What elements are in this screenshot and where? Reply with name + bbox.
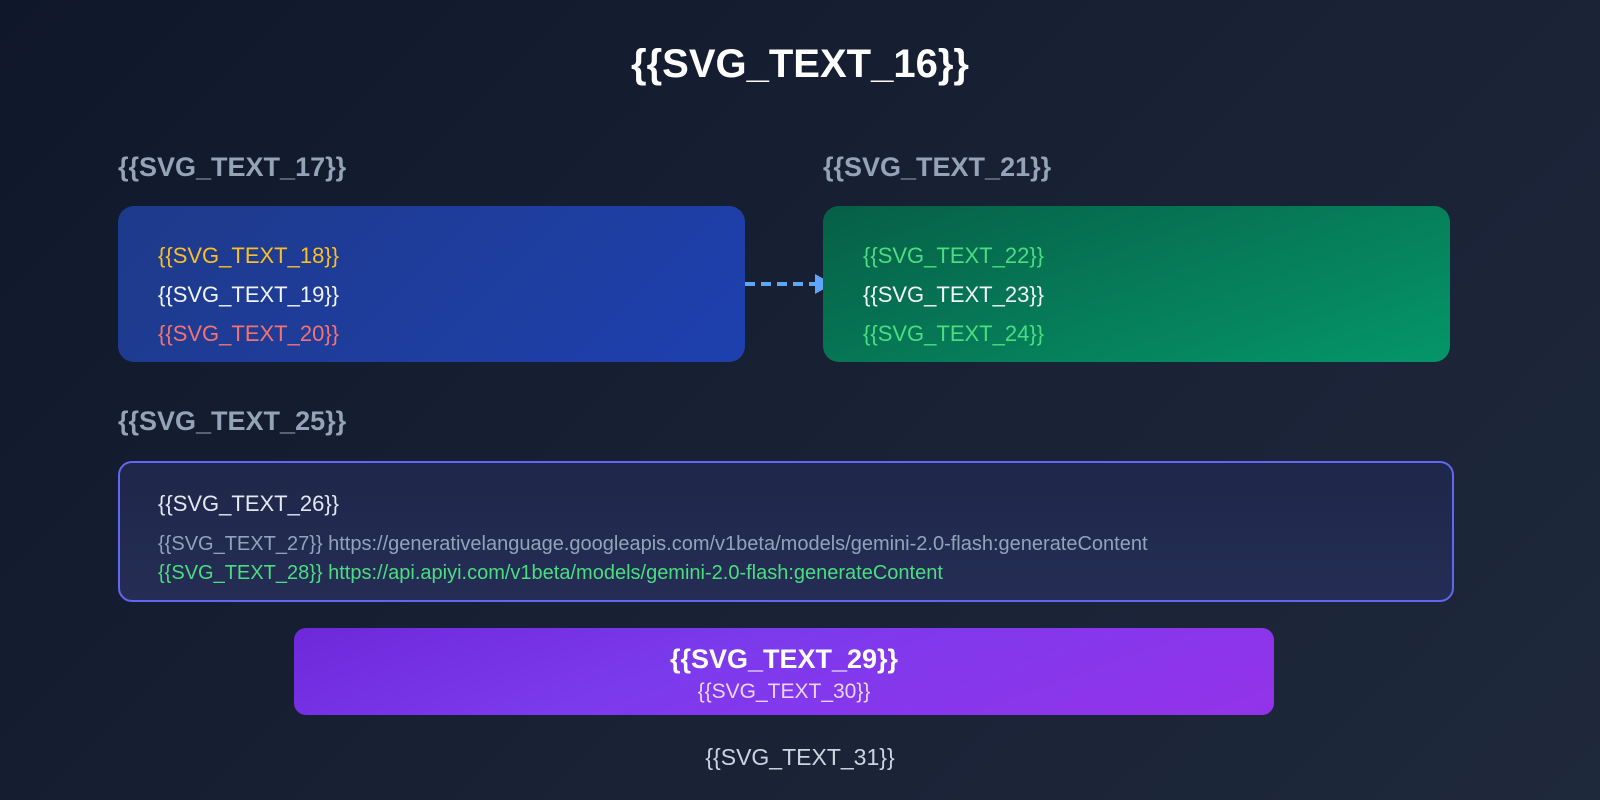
banner-title: {{SVG_TEXT_29}} <box>669 644 899 674</box>
new-url-row: {{SVG_TEXT_28}} https://api.apiyi.com/v1… <box>158 561 943 585</box>
right-panel-label: {{SVG_TEXT_21}} <box>823 152 1052 182</box>
diagram-title: {{SVG_TEXT_16}} <box>631 42 969 86</box>
new-url: https://api.apiyi.com/v1beta/models/gemi… <box>328 562 943 584</box>
banner-subtitle: {{SVG_TEXT_30}} <box>697 680 871 703</box>
left-line-2: {{SVG_TEXT_19}} <box>158 282 340 307</box>
left-panel-label: {{SVG_TEXT_17}} <box>118 152 347 182</box>
right-line-3: {{SVG_TEXT_24}} <box>863 321 1045 346</box>
footer-note: {{SVG_TEXT_31}} <box>705 744 895 770</box>
left-line-3: {{SVG_TEXT_20}} <box>158 321 340 346</box>
left-line-1: {{SVG_TEXT_18}} <box>158 243 340 268</box>
old-url-label: {{SVG_TEXT_27}} <box>158 533 323 555</box>
arrow-right-icon <box>745 274 833 294</box>
config-heading: {{SVG_TEXT_26}} <box>158 491 340 516</box>
proxy-endpoint-card: {{SVG_TEXT_22}} {{SVG_TEXT_23}} {{SVG_TE… <box>823 206 1450 362</box>
original-endpoint-card: {{SVG_TEXT_18}} {{SVG_TEXT_19}} {{SVG_TE… <box>118 206 745 362</box>
right-line-2: {{SVG_TEXT_23}} <box>863 282 1045 307</box>
config-box: {{SVG_TEXT_26}} {{SVG_TEXT_27}} https://… <box>118 461 1454 602</box>
summary-banner: {{SVG_TEXT_29}} {{SVG_TEXT_30}} <box>294 628 1274 715</box>
new-url-label: {{SVG_TEXT_28}} <box>158 562 323 584</box>
old-url-row: {{SVG_TEXT_27}} https://generativelangua… <box>158 532 1148 556</box>
right-line-1: {{SVG_TEXT_22}} <box>863 243 1045 268</box>
old-url: https://generativelanguage.googleapis.co… <box>328 533 1148 555</box>
config-section-label: {{SVG_TEXT_25}} <box>118 406 347 436</box>
